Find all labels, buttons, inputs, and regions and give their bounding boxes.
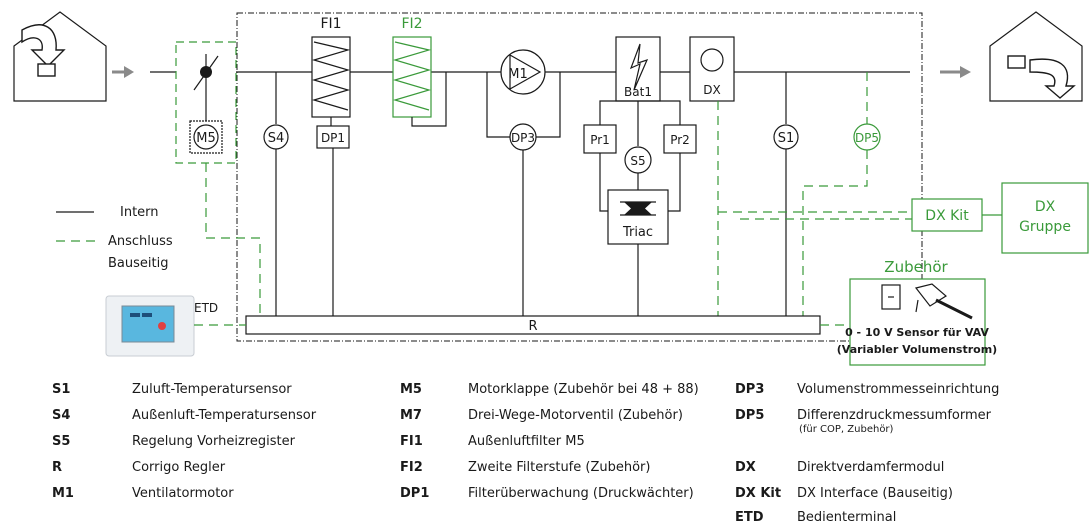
zubehoer-box (849, 278, 986, 366)
dp5-to-r (802, 150, 868, 316)
fi2-zigzag-icon (392, 41, 432, 111)
dx-gruppe-line2: Gruppe (1019, 219, 1071, 235)
bat1-taps (599, 100, 681, 125)
fi2-label: FI2 (401, 16, 422, 32)
r-label: R (528, 319, 537, 334)
inlet-arrow-icon (112, 66, 134, 78)
triac-symbol-icon (620, 201, 656, 216)
duct-sensor-icon (914, 283, 973, 320)
etd-screen (121, 305, 175, 343)
dp3-right-tap (536, 72, 561, 138)
pr1-label: Pr1 (590, 133, 610, 147)
fi1-label: FI1 (320, 16, 341, 32)
dx-kit-label: DX Kit (925, 208, 969, 224)
etd-terminal (105, 295, 195, 357)
bat1-label: Bat1 (624, 85, 652, 99)
dx-gruppe-line1: DX (1035, 199, 1056, 215)
unit-boundary (236, 12, 923, 342)
dx-coil-icon (700, 48, 724, 72)
outside-air-house-icon (13, 11, 107, 102)
m5-circle (193, 124, 219, 150)
anschluss-label: Anschluss (108, 234, 173, 249)
pr2-box (663, 124, 697, 154)
fan-triangle-icon (509, 53, 542, 91)
pr1-box (583, 124, 617, 154)
m5-label: M5 (196, 131, 216, 146)
dp3-label: DP3 (511, 131, 535, 145)
zubehoer-title: Zubehör (884, 258, 948, 276)
fi1-filter (311, 36, 351, 118)
bauseitig-label: Bauseitig (108, 256, 168, 271)
intern-label: Intern (120, 205, 159, 220)
supply-air-house-icon (989, 11, 1083, 102)
dx-gruppe-box (1001, 182, 1089, 254)
etd-label: ETD (194, 301, 218, 315)
outlet-arrow-icon (940, 66, 971, 78)
etd-led-icon (158, 322, 166, 330)
dx-label: DX (703, 83, 720, 97)
triac-box (607, 189, 669, 245)
pr1-to-triac (599, 153, 608, 212)
lightning-icon (629, 43, 649, 91)
s5-label: S5 (630, 154, 645, 168)
dx-kit-box (911, 198, 983, 232)
dp5-label: DP5 (855, 131, 879, 145)
pr2-label: Pr2 (670, 133, 690, 147)
m5-to-r (205, 163, 261, 316)
dp1-label: DP1 (321, 131, 345, 145)
fi2-to-dp1 (411, 72, 447, 127)
damper-pivot-icon (200, 66, 212, 78)
etd-screen-logo-icon (130, 313, 140, 317)
triac-label: Triac (622, 225, 653, 240)
zubehoer-caption-1: 0 - 10 V Sensor für VAV (845, 326, 989, 339)
fi1-zigzag-icon (311, 41, 351, 111)
zubehoer-caption-2: (Variabler Volumenstrom) (837, 343, 997, 356)
s4-label: S4 (268, 131, 285, 146)
m1-label: M1 (508, 67, 528, 82)
s1-label: S1 (778, 131, 795, 146)
pr2-to-triac (668, 153, 681, 212)
dp3-left-tap (486, 72, 510, 138)
